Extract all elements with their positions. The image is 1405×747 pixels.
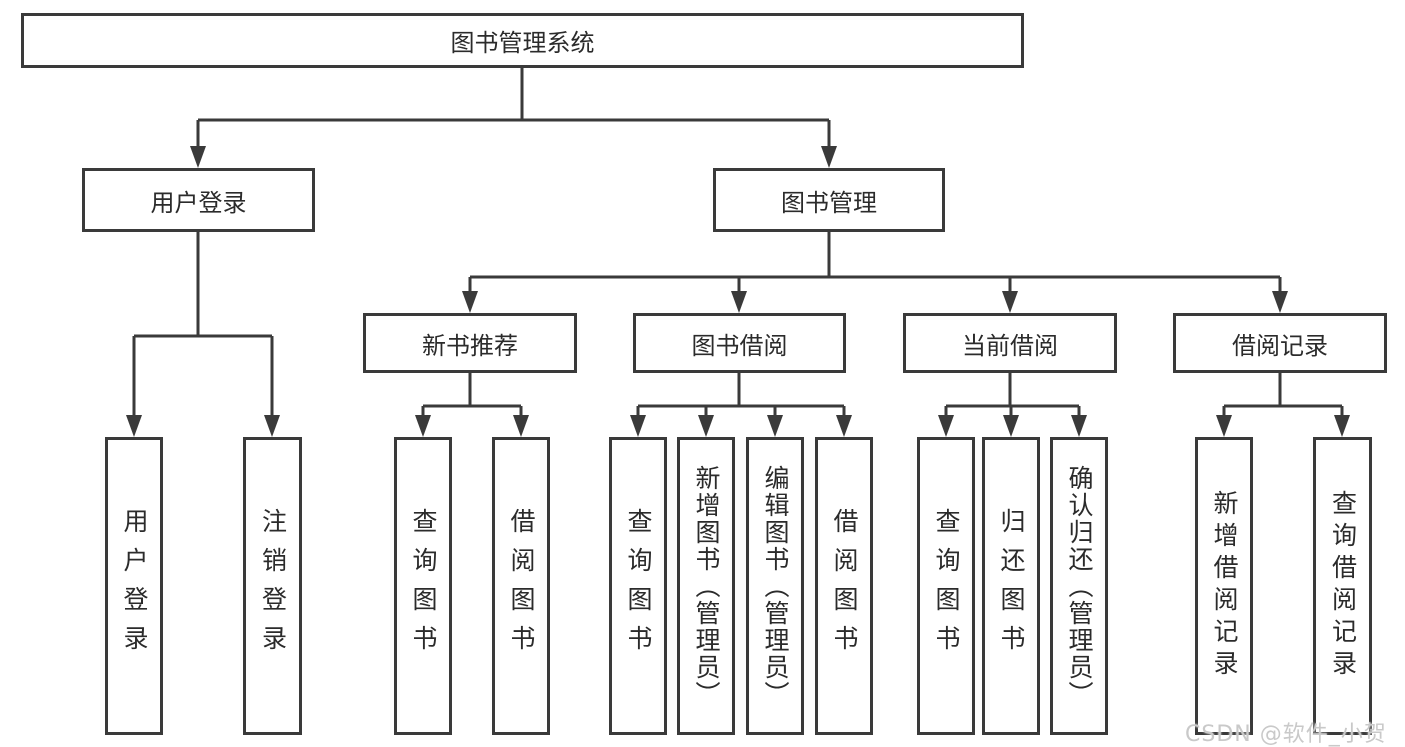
connector-records-to-leaves	[1222, 373, 1344, 420]
arrow-icon	[821, 146, 837, 168]
leaf-logout: 注销登录	[243, 437, 302, 735]
node-book-borrowing: 图书借阅	[633, 313, 846, 373]
arrow-icon	[264, 415, 280, 437]
leaf-query-books-borrow: 查询图书	[609, 437, 667, 735]
leaf-user-login: 用户登录	[105, 437, 163, 735]
arrow-icon	[938, 415, 954, 437]
arrow-icon	[698, 415, 714, 437]
arrow-icon	[462, 291, 478, 313]
arrow-icon	[731, 291, 747, 313]
arrow-icon	[836, 415, 852, 437]
arrow-icon	[630, 415, 646, 437]
leaf-edit-books-admin: 编辑图书（管理员）	[746, 437, 804, 735]
leaf-query-borrow-record: 查询借阅记录	[1313, 437, 1372, 735]
connector-login-to-leaves	[132, 232, 274, 420]
leaf-add-borrow-record: 新增借阅记录	[1195, 437, 1253, 735]
arrow-icon	[415, 415, 431, 437]
arrowheads	[126, 146, 1350, 437]
connector-borrow-to-leaves	[636, 373, 846, 420]
connector-mgmt-to-level3	[468, 232, 1282, 296]
node-borrowing-records: 借阅记录	[1173, 313, 1387, 373]
arrow-icon	[1002, 291, 1018, 313]
arrow-icon	[513, 415, 529, 437]
arrow-icon	[126, 415, 142, 437]
leaf-query-books-current: 查询图书	[917, 437, 975, 735]
arrow-icon	[1071, 415, 1087, 437]
node-current-borrowing: 当前借阅	[903, 313, 1117, 373]
leaf-return-books: 归还图书	[982, 437, 1040, 735]
connector-newbook-to-leaves	[421, 373, 523, 420]
arrow-icon	[1334, 415, 1350, 437]
arrow-icon	[1272, 291, 1288, 313]
leaf-confirm-return-admin: 确认归还（管理员）	[1050, 437, 1108, 735]
leaf-borrow-books-recommend: 借阅图书	[492, 437, 550, 735]
connector-current-to-leaves	[944, 373, 1081, 420]
arrow-icon	[1003, 415, 1019, 437]
node-library-management-system: 图书管理系统	[21, 13, 1024, 68]
csdn-watermark: CSDN @软件_小贺同学	[1185, 722, 1387, 747]
arrow-icon	[1216, 415, 1232, 437]
arrow-icon	[190, 146, 206, 168]
arrow-icon	[767, 415, 783, 437]
node-book-management: 图书管理	[713, 168, 945, 232]
node-user-login: 用户登录	[82, 168, 315, 232]
connector-root-to-level2	[196, 68, 831, 150]
leaf-add-books-admin: 新增图书（管理员）	[677, 437, 735, 735]
leaf-query-books-recommend: 查询图书	[394, 437, 452, 735]
leaf-borrow-books: 借阅图书	[815, 437, 873, 735]
node-new-book-recommendation: 新书推荐	[363, 313, 577, 373]
